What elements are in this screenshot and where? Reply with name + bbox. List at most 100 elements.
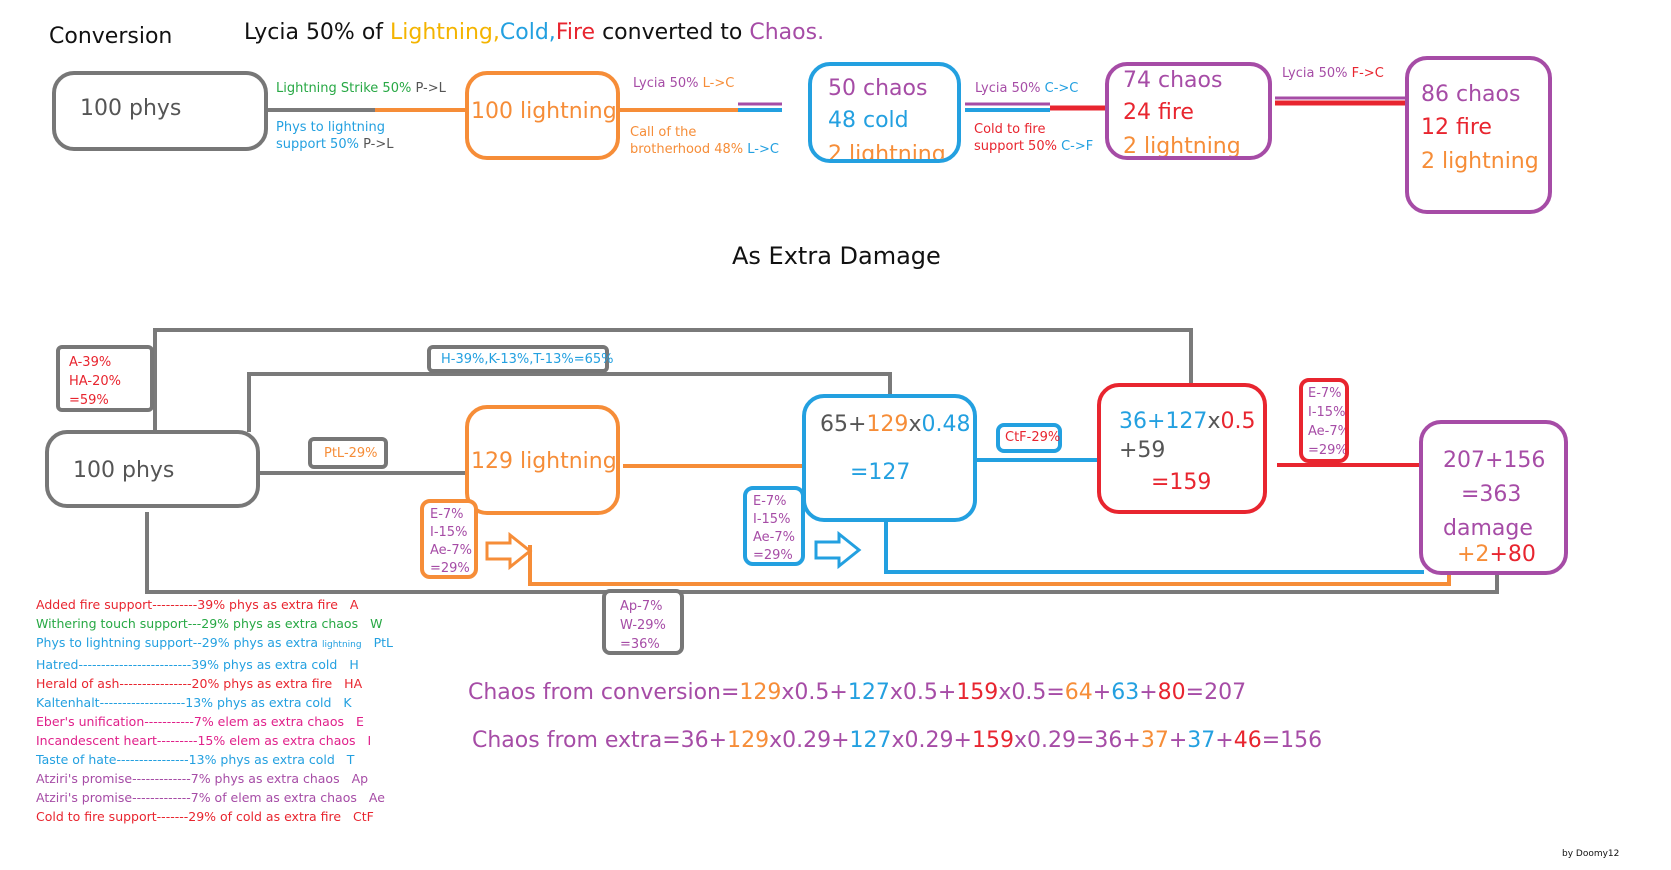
conv-box-final-l2: 12 fire	[1421, 115, 1492, 140]
legend-item-code: Ap	[351, 771, 369, 786]
title-lightning: Lightning,	[390, 20, 500, 45]
legend-item: Hatred-------------------------39% phys …	[36, 655, 393, 674]
conv-edge2-bottom-line1: Call of the	[630, 125, 697, 140]
legend-item-code: PtL	[373, 635, 393, 650]
legend-item: Cold to fire support-------29% of cold a…	[36, 807, 393, 826]
legend-item: Herald of ash----------------20% phys as…	[36, 674, 393, 693]
cold-b: 0.48	[921, 412, 971, 437]
cold-x: x	[908, 412, 922, 437]
extra-box-fire-result: =159	[1151, 470, 1212, 495]
extra-box-total: 207+156 =363 damage +2+80	[1419, 420, 1568, 575]
f2-h: +	[1168, 728, 1188, 753]
legend-item-text: Taste of hate----------------13% phys as…	[36, 752, 335, 767]
legend-item-code: A	[349, 597, 359, 612]
legend-item: Eber's unification-----------7% elem as …	[36, 712, 393, 731]
legend-item-small: lightning	[322, 640, 362, 650]
f1-k: 80	[1157, 680, 1186, 705]
extra-box-fire-add: +59	[1119, 438, 1166, 463]
conv-edge2-top-text: Lycia 50%	[633, 76, 703, 91]
legend-item-code: HA	[344, 676, 363, 691]
label-ap-box: Ap-7% W-29% =36%	[602, 589, 684, 655]
extra-box-lightning: 129 lightning	[465, 405, 620, 515]
label-h-box: H-39%,K-13%,T-13%=65%	[427, 345, 614, 373]
conv-edge2-bottom-line2: brotherhood 48%	[630, 141, 748, 157]
title-cold: Cold,	[499, 20, 556, 45]
legend-item-text: Kaltenhalt-------------------13% phys as…	[36, 695, 332, 710]
f2-j: +	[1215, 728, 1234, 753]
legend-item-code: H	[349, 657, 359, 672]
extra-box-cold-formula: 65+129x0.48	[820, 412, 970, 437]
f2-g: 37	[1140, 728, 1169, 753]
legend-item-text: Eber's unification-----------7% elem as …	[36, 714, 344, 729]
legend-item: Atziri's promise-------------7% phys as …	[36, 769, 393, 788]
label-a-l3: =59%	[69, 393, 109, 408]
label-e1-box: E-7% I-15% Ae-7% =29%	[420, 499, 478, 579]
title-middle: converted to	[595, 20, 750, 45]
conv-edge1-bottom-line2: support 50%	[276, 136, 364, 152]
label-e2: E-7% I-15% Ae-7% =29%	[753, 493, 795, 565]
conv-box-phys-label: 100 phys	[80, 96, 182, 121]
conv-box-chaos2-l1: 74 chaos	[1123, 68, 1223, 93]
label-e1: E-7% I-15% Ae-7% =29%	[430, 506, 472, 578]
label-e2-l3: Ae-7%	[753, 530, 795, 545]
label-ap: Ap-7% W-29% =36%	[620, 597, 666, 654]
legend-item: Incandescent heart---------15% elem as e…	[36, 731, 393, 750]
conv-edge2-bottom-suffix: L->C	[747, 141, 779, 157]
label-e2-l2: I-15%	[753, 512, 791, 527]
conv-edge4-top: Lycia 50% F->C	[1282, 66, 1384, 82]
conv-edge2-bottom-line2-wrap: brotherhood 48% L->C	[630, 141, 779, 158]
conv-edge3-top: Lycia 50% C->C	[975, 81, 1079, 97]
label-a: A-39% HA-20% =59%	[69, 353, 121, 410]
legend-item-code: T	[346, 752, 355, 767]
blue-arrow-icon	[814, 530, 862, 570]
legend-item-code: E	[355, 714, 364, 729]
f2-d: x0.29+	[891, 728, 972, 753]
title-fire: Fire	[555, 20, 596, 45]
label-e3-l3: Ae-7%	[1308, 424, 1349, 439]
conv-box-chaos1: 50 chaos 48 cold 2 lightning	[808, 62, 961, 163]
legend-item-text: Incandescent heart---------15% elem as e…	[36, 733, 356, 748]
fire-x: x	[1207, 409, 1221, 434]
conv-edge3-top-suffix: C->C	[1044, 81, 1079, 96]
label-ptl: PtL-29%	[324, 446, 378, 461]
extra-box-phys-label: 100 phys	[73, 458, 175, 483]
legend-item-code: I	[367, 733, 372, 748]
total-l3: damage	[1443, 516, 1533, 541]
label-e1-l2: I-15%	[430, 525, 468, 540]
conv-edge3-bottom: Cold to fire support 50% C->F	[974, 122, 1093, 155]
label-ap-l2: W-29%	[620, 618, 666, 633]
f2-l: =156	[1261, 728, 1323, 753]
f2-c: 127	[849, 728, 892, 753]
conv-box-chaos1-l1: 50 chaos	[828, 76, 928, 101]
label-ap-l1: Ap-7%	[620, 599, 663, 614]
f1-e: 159	[956, 680, 999, 705]
legend-item-text: Atziri's promise-------------7% phys as …	[36, 771, 340, 786]
conv-box-final-l3: 2 lightning	[1421, 149, 1539, 174]
total-p2: +80	[1489, 542, 1536, 567]
conv-box-chaos2-l2: 24 fire	[1123, 100, 1194, 125]
orange-route-bottom	[528, 545, 1451, 586]
fire-b: 127	[1165, 409, 1208, 434]
label-a-box: A-39% HA-20% =59%	[56, 345, 154, 412]
conv-box-lightning: 100 lightning	[465, 71, 620, 160]
legend-item-text: Added fire support----------39% phys as …	[36, 597, 338, 612]
conv-edge1-top-text: Lightning Strike 50%	[276, 81, 416, 96]
label-e3-l4: =29%	[1308, 443, 1348, 458]
conv-edge3-top-text: Lycia 50%	[975, 81, 1045, 96]
label-e3: E-7% I-15% Ae-7% =29%	[1308, 384, 1349, 459]
conversion-title: Lycia 50% of Lightning,Cold,Fire convert…	[244, 20, 824, 45]
conv-box-chaos1-l3: 2 lightning	[828, 142, 946, 163]
legend: Added fire support----------39% phys as …	[36, 595, 393, 826]
f2-a: 129	[727, 728, 770, 753]
legend-item: Phys to lightning support--29% phys as e…	[36, 633, 393, 655]
total-l1: 207+156	[1443, 448, 1546, 473]
legend-item: Withering touch support---29% phys as ex…	[36, 614, 393, 633]
legend-item-code: Ae	[368, 790, 385, 805]
f2-e: 159	[971, 728, 1014, 753]
conv-edge3-bottom-line2: support 50%	[974, 138, 1062, 154]
label-e3-l1: E-7%	[1308, 386, 1342, 401]
f1-d: x0.5+	[889, 680, 957, 705]
conv-edge1-bottom-line2-wrap: support 50% P->L	[276, 136, 393, 153]
conv-box-final-l1: 86 chaos	[1421, 82, 1521, 107]
label-e1-l4: =29%	[430, 561, 470, 576]
